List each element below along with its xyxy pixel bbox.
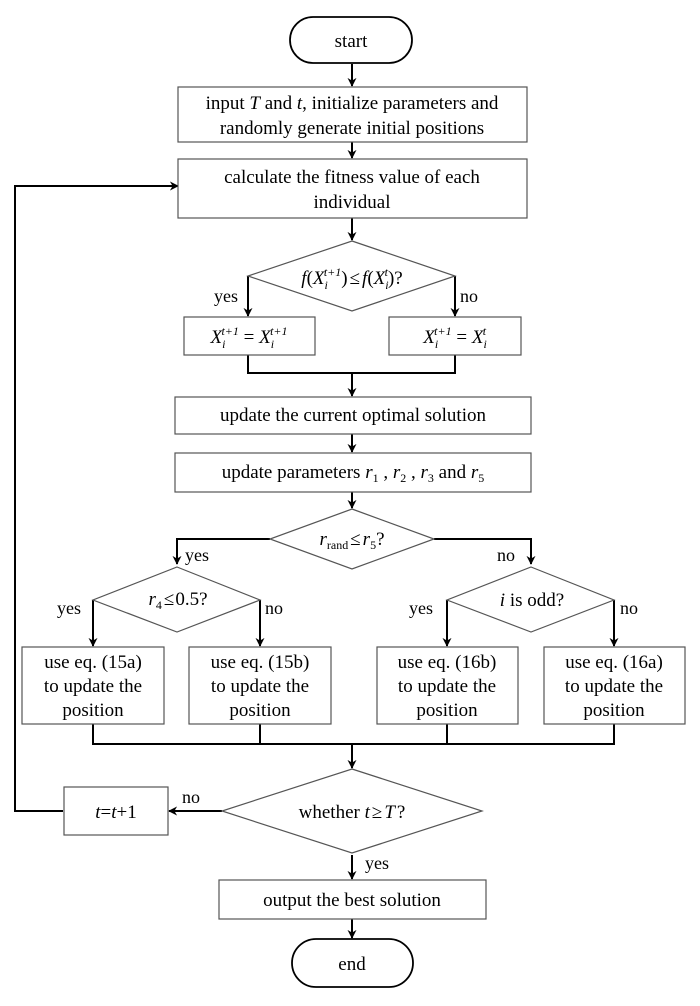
assign-no-formula: Xit+1 = Xit xyxy=(422,324,487,351)
input-line2: randomly generate initial positions xyxy=(220,118,484,139)
start-label: start xyxy=(335,31,368,52)
decision2-no-label: no xyxy=(497,545,515,565)
merge-decision1 xyxy=(247,355,456,374)
update-optimal-step: update the current optimal solution xyxy=(174,396,532,435)
eq15b-line3: position xyxy=(229,700,291,721)
fitness-line1: calculate the fitness value of each xyxy=(224,167,480,188)
update-params-label: update parameters r1 , r2 , r3 and r5 xyxy=(222,462,485,485)
termination-no-label: no xyxy=(182,787,200,807)
eq15a-step: use eq. (15a) to update the position xyxy=(21,646,165,725)
decision2-yes-label: yes xyxy=(185,545,209,565)
arrow-decision2-yes xyxy=(172,538,270,565)
end-terminal: end xyxy=(291,938,414,988)
eq16a-step: use eq. (16a) to update the position xyxy=(543,646,686,725)
update-params-step: update parameters r1 , r2 , r3 and r5 xyxy=(174,452,532,493)
eq16a-line2: to update the xyxy=(565,676,663,697)
eq16a-line1: use eq. (16a) xyxy=(565,652,663,673)
output-label: output the best solution xyxy=(263,890,441,911)
update-optimal-label: update the current optimal solution xyxy=(220,405,486,426)
end-label: end xyxy=(338,954,366,975)
r4-condition: r4≤0.5? xyxy=(148,589,207,612)
eq16b-line1: use eq. (16b) xyxy=(398,652,497,673)
arrow-decision2-no xyxy=(434,538,536,565)
odd-condition: i is odd? xyxy=(500,590,564,611)
start-terminal: start xyxy=(289,16,413,64)
eq15a-line2: to update the xyxy=(44,676,142,697)
assign-yes-formula: Xit+1 = Xit+1 xyxy=(210,324,288,351)
output-step: output the best solution xyxy=(218,879,487,920)
assign-yes-step: Xit+1 = Xit+1 xyxy=(183,316,316,356)
r4-decision: r4≤0.5? yes no xyxy=(57,566,283,633)
input-step: input T and t, initialize parameters and… xyxy=(177,86,528,143)
odd-yes-label: yes xyxy=(409,598,433,618)
odd-no-label: no xyxy=(620,598,638,618)
input-line1: input T and t, initialize parameters and xyxy=(206,93,499,114)
r4-no-label: no xyxy=(265,598,283,618)
eq15b-step: use eq. (15b) to update the position xyxy=(188,646,332,725)
decision1-no-label: no xyxy=(460,286,478,306)
termination-yes-label: yes xyxy=(365,853,389,873)
fitness-decision: f(Xit+1)≤f(Xit)? yes no xyxy=(214,240,478,312)
decision1-yes-label: yes xyxy=(214,286,238,306)
increment-formula: t=t+1 xyxy=(95,802,137,823)
eq16b-line3: position xyxy=(416,700,478,721)
termination-decision: whether t≥T? no yes xyxy=(182,768,484,873)
termination-condition: whether t≥T? xyxy=(299,802,406,823)
fitness-step: calculate the fitness value of each indi… xyxy=(177,158,528,219)
merge-updates xyxy=(92,724,615,745)
eq15a-line3: position xyxy=(62,700,124,721)
odd-decision: i is odd? yes no xyxy=(409,566,638,633)
connectors xyxy=(14,64,619,939)
eq16a-line3: position xyxy=(583,700,645,721)
assign-no-step: Xit+1 = Xit xyxy=(388,316,522,356)
rand-decision: rrand≤r5? yes no xyxy=(185,508,515,570)
loop-back-arrow xyxy=(14,181,179,812)
increment-step: t=t+1 xyxy=(63,786,169,836)
fitness-line2: individual xyxy=(313,192,390,213)
rand-condition: rrand≤r5? xyxy=(319,529,384,552)
eq15a-line1: use eq. (15a) xyxy=(44,652,142,673)
eq15b-line1: use eq. (15b) xyxy=(211,652,310,673)
r4-yes-label: yes xyxy=(57,598,81,618)
eq16b-line2: to update the xyxy=(398,676,496,697)
eq15b-line2: to update the xyxy=(211,676,309,697)
fitness-condition: f(Xit+1)≤f(Xit)? xyxy=(301,265,402,292)
eq16b-step: use eq. (16b) to update the position xyxy=(376,646,519,725)
